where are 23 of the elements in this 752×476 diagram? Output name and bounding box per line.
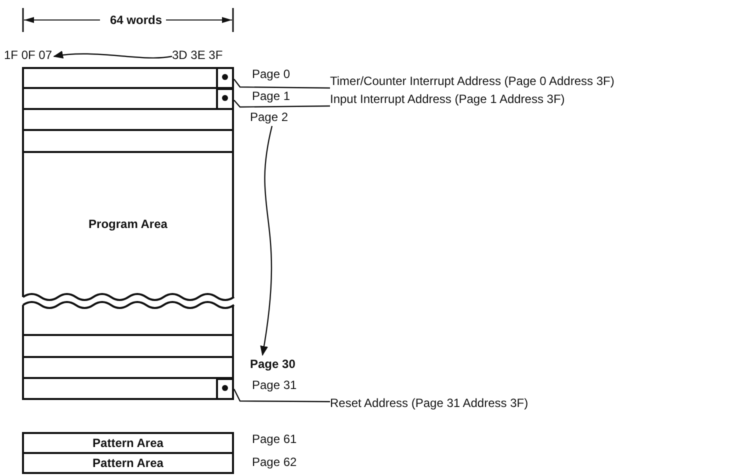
arrow xyxy=(260,126,273,356)
address-cell xyxy=(216,378,234,400)
dimension-label: 64 words xyxy=(108,13,164,27)
leader-line xyxy=(233,388,330,402)
page-label: Page 2 xyxy=(250,110,288,124)
annotation-text: Timer/Counter Interrupt Address (Page 0 Address 3F) xyxy=(330,74,614,88)
leader-line xyxy=(234,78,330,89)
annotation-text: Input Interrupt Address (Page 1 Address 3F) xyxy=(330,92,565,106)
area-label: Program Area xyxy=(88,217,168,231)
page-label: Page 31 xyxy=(250,378,299,392)
address-label: 1F 0F 07 xyxy=(4,48,52,62)
address-cell xyxy=(216,88,234,110)
page-label: Page 30 xyxy=(250,357,296,371)
address-label: 3D 3E 3F xyxy=(172,48,223,62)
annotation-text: Reset Address (Page 31 Address 3F) xyxy=(330,396,528,410)
page-label: Page 0 xyxy=(250,67,292,81)
arrow xyxy=(53,51,172,59)
pattern-area-box: Pattern Area xyxy=(22,432,234,454)
page-label: Page 62 xyxy=(250,455,299,469)
pattern-area-box: Pattern Area xyxy=(22,452,234,474)
page-label: Page 1 xyxy=(250,89,292,103)
leader-line xyxy=(234,100,330,108)
page-label: Page 61 xyxy=(250,432,299,446)
